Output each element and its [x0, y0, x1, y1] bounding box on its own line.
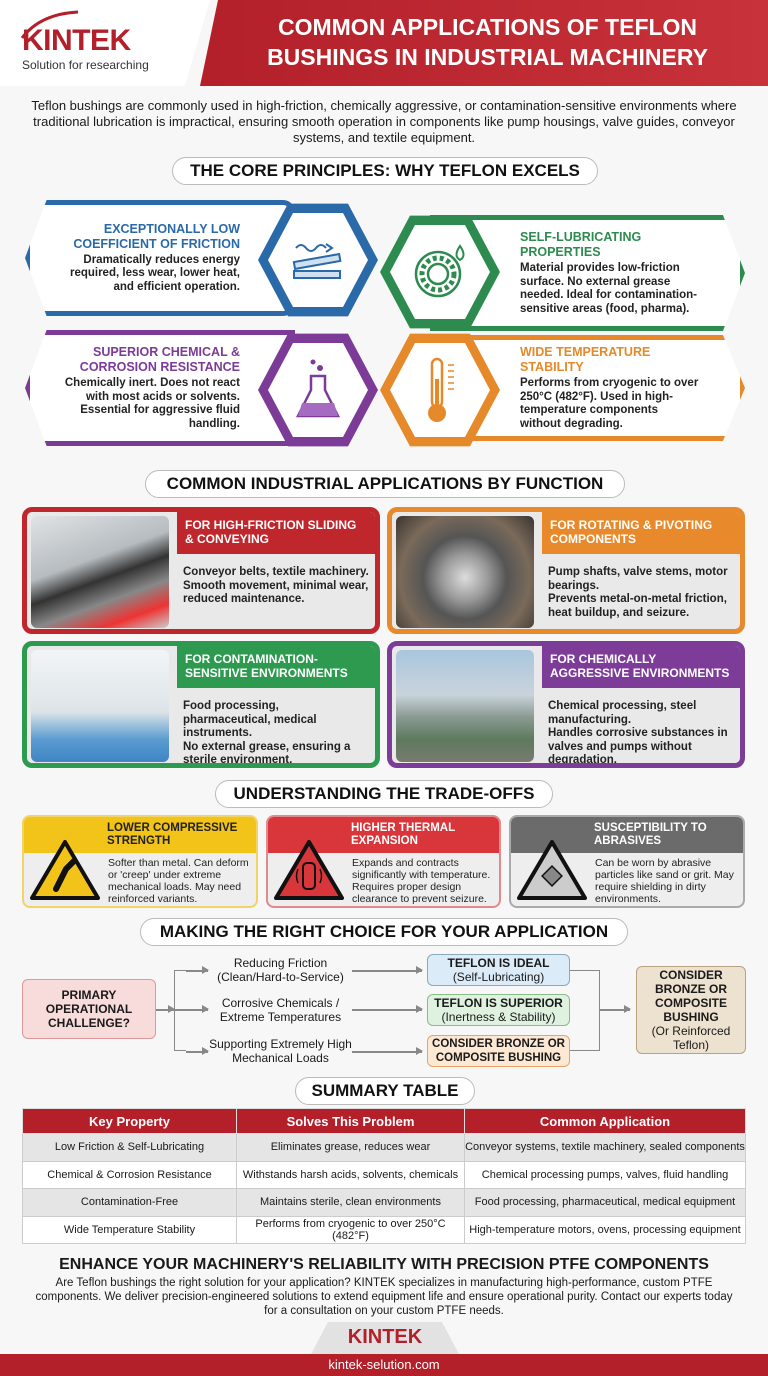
- application-card-rotating: FOR ROTATING & PIVOTING COMPONENTS Pump …: [387, 507, 745, 634]
- cta-body: Are Teflon bushings the right solution f…: [35, 1277, 733, 1317]
- flow-result-bronze: CONSIDER BRONZE OR COMPOSITE BUSHING: [427, 1035, 570, 1067]
- tradeoff-title: SUSCEPTIBILITY TO ABRASIVES: [586, 817, 743, 853]
- sliding-surfaces-icon: [292, 243, 342, 279]
- application-card-chemical: FOR CHEMICALLY AGGRESSIVE ENVIRONMENTS C…: [387, 641, 745, 768]
- principle-card-chemical: SUPERIOR CHEMICAL & CORROSION RESISTANCE…: [25, 330, 295, 446]
- flow-result-superior: TEFLON IS SUPERIOR(Inertness & Stability…: [427, 994, 570, 1026]
- footer-url-link[interactable]: kintek-selution.com: [0, 1354, 768, 1376]
- chemical-plant-photo: [396, 650, 534, 762]
- warning-bent-rod-icon: [30, 840, 100, 900]
- section-heading-applications: COMMON INDUSTRIAL APPLICATIONS BY FUNCTI…: [145, 470, 625, 498]
- pump-shaft-photo: [396, 516, 534, 628]
- flow-arrow: [352, 1048, 423, 1054]
- logo-tagline: Solution for researching: [22, 58, 149, 72]
- application-body: Chemical processing, steel manufacturing…: [548, 700, 728, 766]
- flow-arrow: [352, 1006, 423, 1012]
- flow-start-box: PRIMARY OPERATIONAL CHALLENGE?: [22, 979, 156, 1039]
- tradeoff-title: HIGHER THERMAL EXPANSION: [343, 817, 499, 853]
- principle-card-friction: EXCEPTIONALLY LOW COEFFICIENT OF FRICTIO…: [25, 200, 295, 316]
- header-banner: [200, 0, 768, 86]
- flow-result-ideal: TEFLON IS IDEAL(Self-Lubricating): [427, 954, 570, 986]
- kintek-logo: KINTEK: [22, 24, 131, 57]
- tradeoff-body: Expands and contracts significantly with…: [352, 857, 491, 905]
- principle-body: Chemically inert. Does not react with mo…: [64, 377, 240, 430]
- application-card-conveying: FOR HIGH-FRICTION SLIDING & CONVEYING Co…: [22, 507, 380, 634]
- flow-arrow: [174, 1006, 209, 1012]
- flow-final-box: CONSIDER BRONZE OR COMPOSITE BUSHING(Or …: [636, 966, 746, 1054]
- thermometer-icon: [428, 357, 454, 422]
- title-line-2: BUSHINGS IN INDUSTRIAL MACHINERY: [267, 44, 708, 70]
- section-heading-principles: THE CORE PRINCIPLES: WHY TEFLON EXCELS: [172, 157, 598, 185]
- application-body: Food processing, pharmaceutical, medical…: [183, 700, 351, 766]
- principle-title: EXCEPTIONALLY LOW COEFFICIENT OF FRICTIO…: [73, 221, 240, 251]
- application-card-contamination: FOR CONTAMINATION-SENSITIVE ENVIRONMENTS…: [22, 641, 380, 768]
- application-body: Conveyor belts, textile machinery.Smooth…: [183, 566, 369, 605]
- footer-logo-tab: [310, 1322, 460, 1356]
- summary-table: Key Property Solves This Problem Common …: [22, 1108, 746, 1244]
- tradeoff-card-thermal: HIGHER THERMAL EXPANSION Expands and con…: [266, 815, 501, 908]
- flask-icon: [295, 359, 341, 418]
- principle-card-self-lubricating: SELF-LUBRICATING PROPERTIES Material pro…: [430, 215, 745, 331]
- title-line-1: COMMON APPLICATIONS OF TEFLON: [277, 14, 698, 40]
- column-header: Key Property: [22, 1108, 237, 1134]
- warning-expansion-icon: [274, 840, 344, 900]
- principle-title: WIDE TEMPERATURE STABILITY: [520, 345, 651, 374]
- section-heading-tradeoffs: UNDERSTANDING THE TRADE-OFFS: [215, 780, 553, 808]
- application-title: FOR CONTAMINATION-SENSITIVE ENVIRONMENTS: [177, 646, 375, 688]
- application-title: FOR CHEMICALLY AGGRESSIVE ENVIRONMENTS: [542, 646, 740, 688]
- intro-text: Teflon bushings are commonly used in hig…: [31, 98, 737, 145]
- flow-arrow: [600, 1006, 631, 1012]
- tradeoff-body: Can be worn by abrasive particles like s…: [595, 857, 734, 905]
- cta-heading: ENHANCE YOUR MACHINERY'S RELIABILITY WIT…: [59, 1256, 709, 1273]
- flow-arrow: [186, 967, 209, 973]
- warning-abrasive-icon: [517, 840, 587, 900]
- page-title: COMMON APPLICATIONS OF TEFLON BUSHINGS I…: [215, 12, 760, 72]
- principle-title: SELF-LUBRICATING PROPERTIES: [520, 230, 642, 259]
- logo-swoosh-icon: [20, 10, 79, 39]
- principle-body: Material provides low-friction surface. …: [520, 262, 697, 315]
- tradeoff-card-compressive: LOWER COMPRESSIVE STRENGTH Softer than m…: [22, 815, 258, 908]
- tradeoff-card-abrasives: SUSCEPTIBILITY TO ABRASIVES Can be worn …: [509, 815, 745, 908]
- logo-area: KINTEK Solution for researching: [0, 0, 210, 86]
- principle-body: Performs from cryogenic to over 250°C (4…: [520, 377, 699, 430]
- flow-condition: Reducing Friction (Clean/Hard-to-Service…: [217, 956, 344, 984]
- application-title: FOR ROTATING & PIVOTING COMPONENTS: [542, 512, 740, 554]
- cleanroom-photo: [31, 650, 169, 762]
- bearing-droplet-icon: [414, 244, 465, 298]
- flow-condition: Corrosive Chemicals / Extreme Temperatur…: [219, 996, 342, 1024]
- application-body: Pump shafts, valve stems, motor bearings…: [548, 566, 728, 619]
- principle-body: Dramatically reduces energy required, le…: [69, 253, 240, 293]
- tradeoff-body: Softer than metal. Can deform or 'creep'…: [108, 857, 249, 905]
- principle-title: SUPERIOR CHEMICAL & CORROSION RESISTANCE: [79, 345, 240, 374]
- flow-arrow: [352, 967, 423, 973]
- flow-arrow: [186, 1048, 209, 1054]
- tradeoff-title: LOWER COMPRESSIVE STRENGTH: [99, 817, 256, 853]
- section-heading-choice: MAKING THE RIGHT CHOICE FOR YOUR APPLICA…: [140, 918, 628, 946]
- application-title: FOR HIGH-FRICTION SLIDING & CONVEYING: [177, 512, 375, 554]
- section-heading-summary: SUMMARY TABLE: [295, 1077, 475, 1105]
- column-header: Common Application: [464, 1108, 746, 1134]
- footer-logo: KINTEK: [347, 1326, 423, 1348]
- flow-condition: Supporting Extremely High Mechanical Loa…: [209, 1037, 352, 1065]
- conveyor-belt-photo: [31, 516, 169, 628]
- column-header: Solves This Problem: [236, 1108, 465, 1134]
